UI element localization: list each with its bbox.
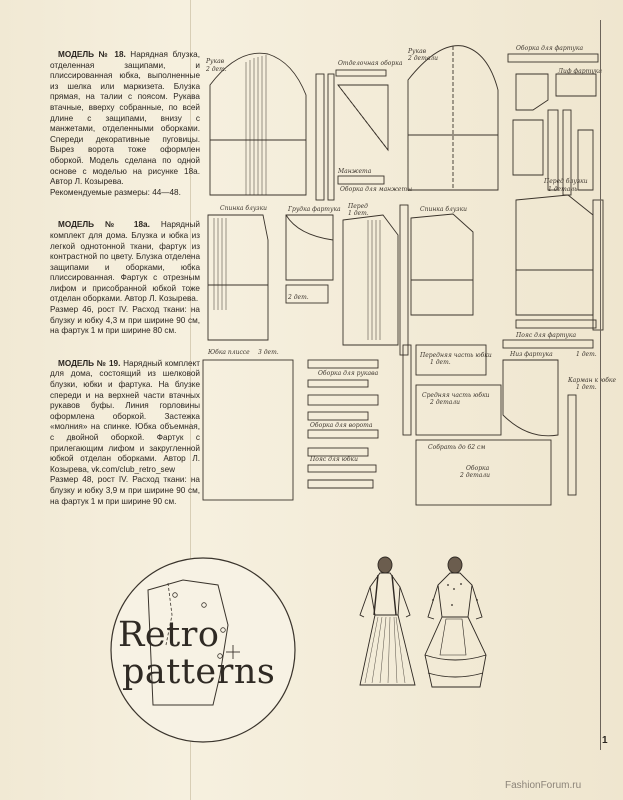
label-blouse-front-count: 1 деталь bbox=[548, 186, 578, 193]
label-pocket-trim: Отделочная оборка bbox=[338, 60, 403, 67]
apron-bib-lower bbox=[512, 119, 544, 176]
model-18-text: Нарядная блузка, отделенная защипами, и … bbox=[50, 50, 200, 187]
blouse-back-right bbox=[410, 213, 474, 316]
label-cuff: Манжета bbox=[338, 168, 372, 175]
label-front-count: 1 дет. bbox=[348, 210, 369, 217]
page-margin-rule bbox=[600, 20, 602, 750]
label-gather: Собрать до 62 см bbox=[428, 444, 486, 451]
sleeve-right bbox=[407, 45, 499, 191]
cuff-band bbox=[337, 175, 385, 185]
model-18a-text: Нарядный комплект для дома. Блузка и юбк… bbox=[50, 220, 200, 304]
label-sleeve-r: Рукав bbox=[408, 48, 427, 55]
sleeve-piece bbox=[209, 52, 307, 196]
label-pocket-count: 1 дет. bbox=[576, 384, 597, 391]
front-piece bbox=[342, 214, 399, 346]
label-cuff-2: 2 дет. bbox=[288, 294, 309, 301]
label-apron-trim: Оборка для фартука bbox=[516, 45, 584, 52]
label-sleeve-r-count: 2 детали bbox=[408, 55, 439, 62]
blouse-front-right bbox=[515, 194, 594, 316]
label-front: Перед bbox=[348, 203, 368, 210]
model-18-sizes: Рекомендуемые размеры: 44—48. bbox=[50, 187, 181, 197]
model-18a-label: МОДЕЛЬ № 18а. bbox=[58, 220, 150, 230]
trim-strip bbox=[315, 73, 325, 201]
skirt-middle-piece bbox=[415, 384, 502, 436]
watermark: FashionForum.ru bbox=[505, 780, 582, 791]
ruffle-piece bbox=[415, 439, 552, 506]
pattern-sheet: Рукав 2 дет. Отделочная оборка Манжета О… bbox=[198, 40, 616, 510]
logo-text-patterns: patterns bbox=[122, 652, 276, 692]
fashion-figures-illustration bbox=[359, 556, 487, 688]
label-skirt-pleated-count: 3 дет. bbox=[258, 349, 279, 356]
skirt-pleated-piece bbox=[202, 359, 294, 501]
model-18a-size-info: Размер 46, рост IV. Расход ткани: на блу… bbox=[50, 305, 200, 336]
label-skirt-middle: Средняя часть юбки bbox=[422, 392, 490, 399]
label-frill-cuff: Оборка для манжеты bbox=[340, 186, 413, 193]
label-sleeve: Рукав bbox=[206, 58, 225, 65]
model-19-size-info: Размер 48, рост IV. Расход ткани: на блу… bbox=[50, 475, 200, 506]
model-19-label: МОДЕЛЬ № 19. bbox=[58, 358, 121, 368]
model-18a-description: МОДЕЛЬ № 18а. Нарядный комплект для дома… bbox=[50, 220, 200, 337]
model-19-text: Нарядный комплект для дома, состоящий из… bbox=[50, 358, 200, 474]
logo-text-retro: Retro bbox=[118, 615, 220, 655]
blouse-back-left bbox=[207, 214, 269, 341]
article-text-column: МОДЕЛЬ № 18. Нарядная блузка, отделенная… bbox=[50, 50, 200, 529]
bib-center bbox=[285, 214, 334, 281]
label-apron-belt: Пояс для фартука bbox=[516, 332, 577, 339]
label-apron-bottom: Низ фартука bbox=[510, 351, 553, 358]
label-bib-strap: Лиф фартука bbox=[558, 68, 602, 75]
model-18-description: МОДЕЛЬ № 18. Нарядная блузка, отделенная… bbox=[50, 50, 200, 198]
label-belt-skirt: Пояс для юбки bbox=[310, 456, 358, 463]
label-skirt-front-count: 1 дет. bbox=[430, 359, 451, 366]
label-cuff-ruffle: Оборка для рукава bbox=[318, 370, 379, 377]
apron-bottom bbox=[502, 359, 559, 437]
label-apron-bottom-count: 1 дет. bbox=[576, 351, 597, 358]
pattern-drawings bbox=[202, 45, 604, 506]
label-blouse-back: Спинка блузки bbox=[220, 205, 268, 212]
retro-patterns-logo bbox=[110, 557, 296, 743]
page-fold bbox=[190, 0, 191, 800]
label-sleeve-count: 2 дет. bbox=[206, 66, 227, 73]
label-ruffle-count: 2 детали bbox=[460, 472, 491, 479]
model-19-description: МОДЕЛЬ № 19. Нарядный комплект для дома,… bbox=[50, 359, 200, 507]
label-pocket: Карман к юбке bbox=[568, 377, 617, 384]
label-skirt-front: Передняя часть юбки bbox=[420, 352, 492, 359]
label-ruffle: Оборка bbox=[466, 465, 490, 472]
pocket-strip bbox=[567, 394, 577, 496]
label-skirt-pleated: Юбка плиссе bbox=[208, 349, 250, 356]
skirt-front-piece bbox=[415, 344, 487, 376]
apron-ruffle-strip bbox=[507, 53, 599, 63]
apron-bib bbox=[515, 73, 549, 111]
model-18-label: МОДЕЛЬ № 18. bbox=[58, 50, 126, 59]
label-bib: Грудка фартука bbox=[288, 206, 341, 213]
label-blouse-back-r: Спинка блузки bbox=[420, 206, 468, 213]
label-blouse-front: Перед блузки bbox=[544, 178, 588, 185]
label-skirt-middle-count: 2 детали bbox=[430, 399, 461, 406]
label-neck-ruffle: Оборка для ворота bbox=[310, 422, 373, 429]
page-number: 1 bbox=[602, 735, 608, 746]
